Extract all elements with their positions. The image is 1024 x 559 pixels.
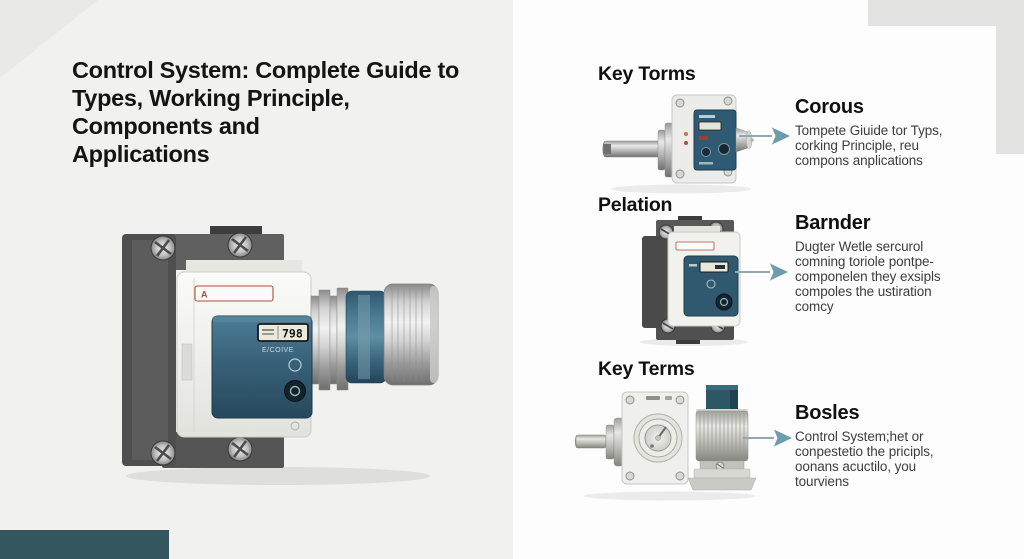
warning-label <box>194 285 274 302</box>
card-heading-2: Barnder <box>795 212 871 234</box>
section-label-2: Pelation <box>598 194 673 216</box>
callout-arrow-icon <box>743 429 792 447</box>
callout-arrow-icon <box>735 263 788 281</box>
left-panel: Control System: Complete Guide to Types,… <box>0 0 513 559</box>
card-body-1: Tompete Giuide tor Typs, corking Princip… <box>795 123 943 168</box>
device-panel-label: E/COIVE <box>262 347 294 354</box>
section-label-1: Key Torms <box>598 63 696 85</box>
screw-icon <box>150 235 176 261</box>
actuator-pair-illustration <box>575 385 757 501</box>
callout-arrow-icon <box>739 127 790 145</box>
right-panel <box>513 0 1024 559</box>
title-line: Applications <box>72 141 210 167</box>
card-body-3: Control System;het or conpestetio the pr… <box>795 429 934 489</box>
card-heading-1: Corous <box>795 96 864 118</box>
warning-label-mark: A <box>201 290 208 300</box>
main-device-illustration: A 798 E/COIVE <box>122 226 439 485</box>
device-display-value: 798 <box>282 327 303 341</box>
teal-accent-block <box>0 530 169 559</box>
screw-icon <box>150 440 176 466</box>
card-body-2: Dugter Wetle sercurol comning toriole po… <box>795 239 941 314</box>
card-heading-3: Bosles <box>795 402 860 424</box>
device-display <box>257 323 309 342</box>
right-edge-decoration <box>996 0 1024 154</box>
page-title: Control System: Complete Guide to Types,… <box>72 56 508 168</box>
control-knob <box>284 380 306 402</box>
brand-mark-icon <box>290 421 300 431</box>
contactor-device-illustration <box>640 216 748 346</box>
section-label-3: Key Terms <box>598 358 695 380</box>
corner-decoration <box>0 0 98 78</box>
screw-icon <box>227 436 253 462</box>
title-line: Types, Working Principle, <box>72 85 350 111</box>
screw-icon <box>227 232 253 258</box>
title-line: Control System: Complete Guide to <box>72 57 460 83</box>
title-line: Components and <box>72 113 260 139</box>
fan-emblem-icon <box>288 358 302 372</box>
